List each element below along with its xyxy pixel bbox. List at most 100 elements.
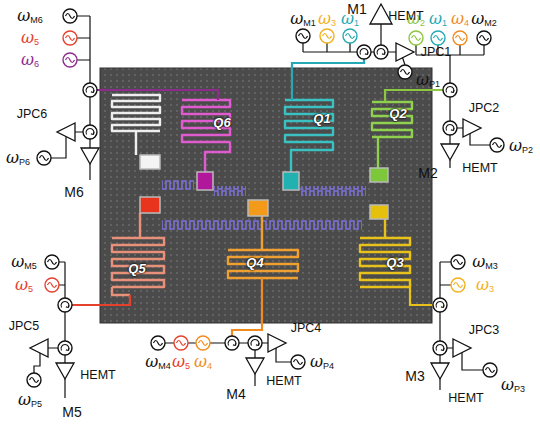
readout-resonator [360, 219, 410, 287]
amplifier-shape [431, 363, 449, 379]
signal-source [490, 138, 504, 152]
feed-line [97, 90, 218, 100]
frequency-label: ωM3 [472, 254, 498, 271]
port-label: M3 [405, 369, 424, 383]
amplifier-label: JPC2 [469, 102, 500, 115]
qubit-pad [283, 172, 299, 190]
amplifier-label: JPC4 [291, 322, 322, 335]
signal-source [45, 255, 59, 269]
amplifier-triangle: HEMT [246, 358, 264, 374]
signal-source [196, 336, 210, 350]
signal-source [409, 31, 423, 45]
coupling-bus [162, 180, 366, 230]
frequency-label: ωP1 [416, 72, 440, 89]
frequency-label: ω4 [451, 11, 469, 28]
frequency-label: ω4 [194, 354, 212, 371]
readout-resonator [372, 102, 412, 168]
amplifier-triangle: JPC1 [396, 43, 414, 61]
port-label: M6 [64, 185, 83, 199]
amplifier-triangle: JPC5 [30, 339, 48, 357]
frequency-label: ωM6 [17, 8, 43, 25]
frequency-label: ωP6 [6, 150, 30, 167]
port-label: M4 [226, 387, 245, 401]
coupling-bus [214, 186, 246, 196]
wire [34, 16, 490, 398]
qubit-pad [370, 168, 388, 182]
amplifier-shape [57, 123, 75, 141]
signal-source [63, 31, 77, 45]
amplifier-shape [30, 339, 48, 357]
amplifier-label: JPC5 [9, 320, 40, 333]
feed-line [72, 295, 130, 305]
amplifier-triangle: HEMT [370, 4, 392, 24]
signal-source [27, 9, 504, 387]
circulator-symbol [357, 45, 371, 59]
frequency-label: ωM2 [471, 11, 497, 28]
amplifier-label: HEMT [462, 162, 497, 175]
amplifier-shape [396, 43, 414, 61]
frequency-label: ωP4 [310, 354, 334, 371]
readout-resonator [228, 216, 298, 278]
signal-source [27, 373, 41, 387]
amplifier-shape [246, 358, 264, 374]
frequency-label: ω6 [21, 52, 39, 69]
port-label: M2 [418, 166, 437, 180]
signal-source [483, 363, 497, 377]
signal-source [174, 336, 188, 350]
signal-source [37, 151, 51, 165]
feed-line [385, 90, 443, 102]
frequency-label: ωP2 [509, 138, 533, 155]
circulator-symbol [83, 83, 97, 97]
signal-source [291, 355, 305, 369]
port-label: M5 [62, 405, 81, 419]
amplifier-label: JPC6 [17, 108, 48, 121]
frequency-label: ωP5 [18, 392, 42, 409]
amplifier-triangle: HEMT [441, 144, 459, 160]
readout-resonator [182, 100, 230, 172]
signal-source [296, 29, 310, 43]
qubit-label: Q3 [386, 256, 403, 269]
feed-line [72, 59, 443, 336]
amplifier-triangle: HEMT [56, 363, 74, 379]
circulator-symbol [443, 83, 457, 97]
frequency-label: ω5 [15, 277, 33, 294]
qubit-pad [370, 205, 388, 219]
chip [100, 68, 432, 323]
readout-resonator [285, 100, 333, 172]
frequency-label: ω5 [21, 30, 39, 47]
amplifier-shape [30, 339, 48, 357]
amplifier-triangle: JPC3 [453, 339, 471, 357]
circulator-symbol [443, 121, 457, 135]
qubit-pad [140, 155, 160, 169]
signal-source [45, 278, 59, 292]
amplifier-triangle: JPC4 [268, 334, 286, 352]
circulator-symbol [433, 298, 447, 312]
qubit-label: Q1 [313, 112, 330, 125]
amplifier-shape [463, 119, 481, 137]
signal-source [477, 31, 491, 45]
circulator-symbol [83, 125, 97, 139]
qubit-pad [248, 200, 268, 216]
amplifier-label: JPC3 [469, 324, 500, 337]
amplifier-shape [57, 123, 75, 141]
readout-resonator [112, 95, 412, 295]
signal-source [63, 9, 77, 23]
qubit-pad [140, 155, 388, 219]
coupling-bus [300, 186, 366, 196]
circulator-symbol [58, 341, 72, 355]
amplifier-shape [246, 358, 264, 374]
frequency-label: ωP3 [501, 377, 525, 394]
feed-line [292, 59, 364, 100]
amplifier-label: HEMT [388, 10, 423, 23]
amplifier-label: HEMT [80, 369, 115, 382]
qubit-label: Q4 [246, 256, 263, 269]
frequency-label: ω5 [172, 354, 190, 371]
signal-source [398, 65, 412, 79]
signal-source [431, 31, 445, 45]
circulator-symbol [58, 298, 72, 312]
frequency-label: ωM5 [11, 254, 37, 271]
amplifier-label: JPC1 [421, 46, 452, 59]
qubit-label: Q5 [128, 262, 145, 275]
